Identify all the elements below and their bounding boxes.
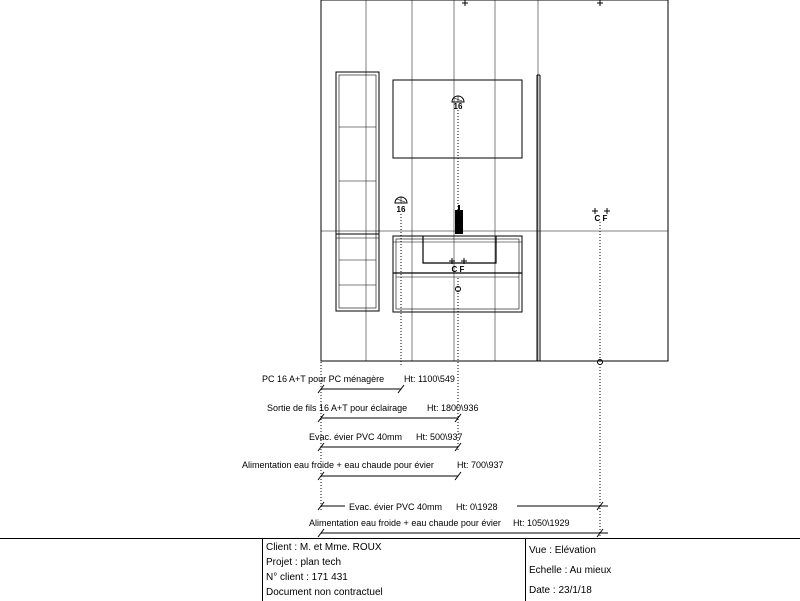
title-block: Client : M. et Mme. ROUX Projet : plan t… xyxy=(0,538,800,601)
right-cf-symbol: C F xyxy=(592,208,610,223)
annotation-label: PC 16 A+T pour PC ménagère xyxy=(262,374,384,384)
mirror-outlet-tag: 16 xyxy=(454,102,463,111)
client-number: N° client : 171 431 xyxy=(266,572,348,583)
tall-column-cabinet xyxy=(335,71,380,312)
top-markers xyxy=(462,0,603,6)
sink-cf-symbol: C F xyxy=(449,258,467,274)
annotation-row: Alimentation eau froide + eau chaude pou… xyxy=(309,518,608,538)
drawing-scale: Echelle : Au mieux xyxy=(529,565,612,576)
right-cf-tag: C F xyxy=(595,214,608,223)
faucet xyxy=(455,205,463,234)
vanity-unit xyxy=(392,235,523,313)
wall-outline xyxy=(320,0,669,362)
annotation-row: Evac. évier PVC 40mm Ht: 0\1928 xyxy=(317,501,608,512)
annotation-height: Ht: 500\937 xyxy=(416,432,463,442)
wall-outlet-symbol: 16 xyxy=(394,196,408,214)
annotation-label: Evac. évier PVC 40mm xyxy=(349,502,442,512)
annotation-label: Alimentation eau froide + eau chaude pou… xyxy=(242,460,434,470)
annotation-label: Evac. évier PVC 40mm xyxy=(309,432,402,442)
annotation-height: Ht: 1100\549 xyxy=(404,374,455,384)
mirror-outlet-symbol: 16 xyxy=(451,95,465,111)
annotation-height: Ht: 0\1928 xyxy=(456,502,498,512)
sink-cf-tag: C F xyxy=(452,265,465,274)
view-type: Vue : Elévation xyxy=(529,545,596,556)
project-name: Projet : plan tech xyxy=(266,557,342,568)
side-panel xyxy=(536,74,541,361)
annotation-row: PC 16 A+T pour PC ménagère Ht: 1100\549 xyxy=(262,374,455,394)
annotation-height: Ht: 1050\1929 xyxy=(513,518,570,528)
sink-drain-marker xyxy=(455,286,461,292)
drawing-date: Date : 23/1/18 xyxy=(529,585,592,596)
annotation-row: Sortie de fils 16 A+T pour éclairage Ht:… xyxy=(267,403,479,423)
annotation-height: Ht: 700\937 xyxy=(457,460,504,470)
annotation-label: Sortie de fils 16 A+T pour éclairage xyxy=(267,403,407,413)
title-block-left-cell xyxy=(0,539,263,601)
annotation-height: Ht: 1800\936 xyxy=(427,403,479,413)
service-lines xyxy=(320,110,601,538)
floor-drain-marker xyxy=(597,359,603,365)
title-block-view-cell: Vue : Elévation Echelle : Au mieux Date … xyxy=(526,539,800,601)
contract-note: Document non contractuel xyxy=(266,587,383,598)
annotation-label: Alimentation eau froide + eau chaude pou… xyxy=(309,518,501,528)
annotation-row: Alimentation eau froide + eau chaude pou… xyxy=(242,460,504,481)
wall-outlet-tag: 16 xyxy=(397,205,406,214)
client-name: Client : M. et Mme. ROUX xyxy=(266,542,382,553)
construction-lines xyxy=(365,0,539,361)
annotation-row: Evac. évier PVC 40mm Ht: 500\937 xyxy=(309,432,463,452)
title-block-client-cell: Client : M. et Mme. ROUX Projet : plan t… xyxy=(263,539,526,601)
